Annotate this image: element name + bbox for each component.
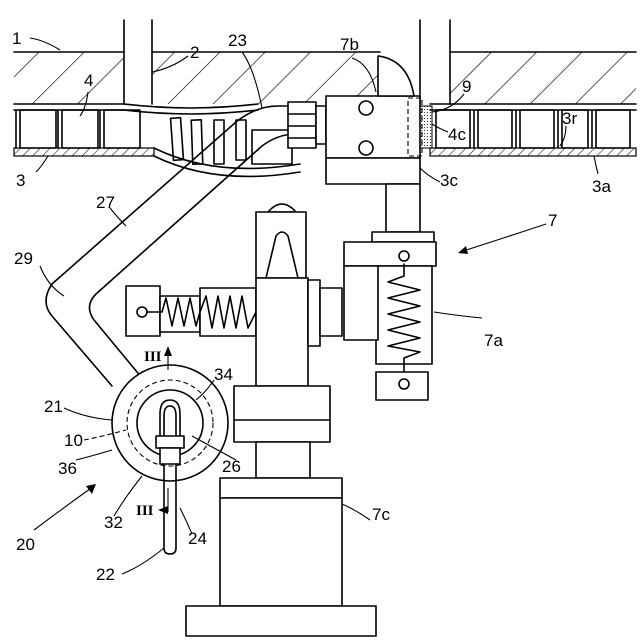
label-7c: 7c — [372, 505, 390, 524]
label-3a: 3a — [592, 177, 611, 196]
label-7b: 7b — [340, 35, 359, 54]
label-20: 20 — [16, 535, 35, 554]
label-4: 4 — [84, 71, 93, 90]
label-1: 1 — [12, 29, 21, 48]
panel-deformed-section — [124, 104, 300, 176]
label-3: 3 — [16, 171, 25, 190]
label-10: 10 — [64, 431, 83, 450]
upper-body-1 — [14, 20, 636, 104]
label-23: 23 — [228, 31, 247, 50]
svg-text:III: III — [136, 503, 154, 519]
label-21: 21 — [44, 397, 63, 416]
label-32: 32 — [104, 513, 123, 532]
label-2: 2 — [190, 43, 199, 62]
label-22: 22 — [96, 565, 115, 584]
label-7: 7 — [548, 211, 557, 230]
svg-text:III: III — [144, 349, 162, 365]
cylinder-holder — [256, 204, 306, 278]
label-7a: 7a — [484, 331, 503, 350]
label-36: 36 — [58, 459, 77, 478]
label-26: 26 — [222, 457, 241, 476]
label-24: 24 — [188, 529, 207, 548]
motor-base-7c — [186, 478, 376, 636]
label-3c: 3c — [440, 171, 458, 190]
label-34: 34 — [214, 365, 233, 384]
label-9: 9 — [462, 77, 471, 96]
spring-unit-7a — [344, 184, 436, 400]
label-29: 29 — [14, 249, 33, 268]
panel-cells-left — [16, 110, 140, 148]
nozzle-assembly-20 — [112, 365, 228, 554]
horizontal-spring — [126, 286, 275, 336]
pipe-coupling-23 — [288, 102, 326, 148]
label-3r: 3r — [562, 109, 577, 128]
label-27: 27 — [96, 193, 115, 212]
label-4c: 4c — [448, 125, 466, 144]
